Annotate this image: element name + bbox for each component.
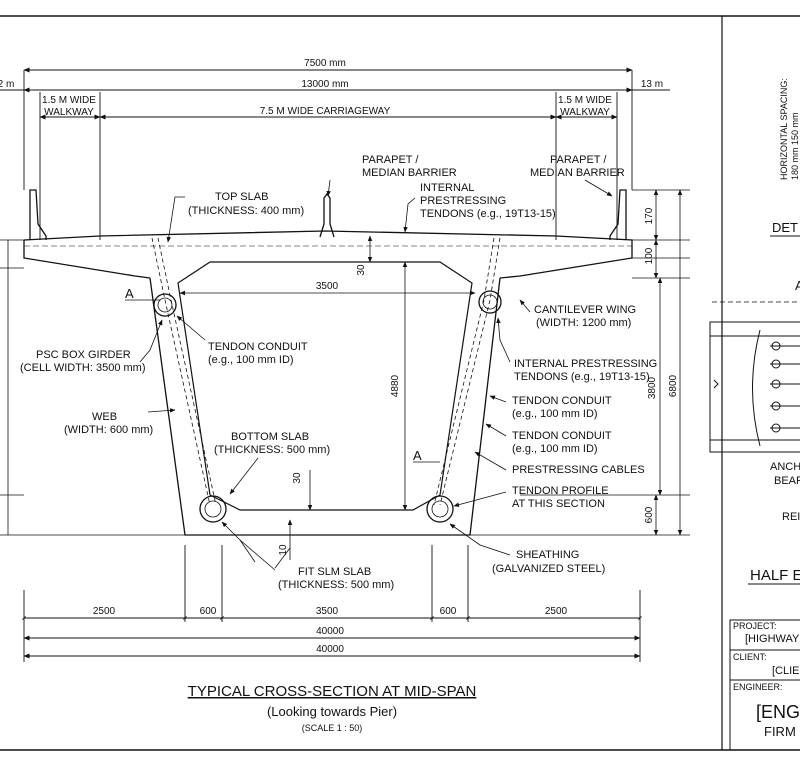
parapet-left [29, 189, 47, 240]
tendon-conduit-left-line2: (e.g., 100 mm ID) [208, 354, 294, 366]
client-label: CLIENT: [733, 652, 767, 662]
top-dimensions [0, 67, 670, 240]
web-line1: WEB [92, 411, 117, 423]
bearing-label: BEAR [774, 475, 800, 487]
tendon-conduits [153, 290, 502, 523]
internal-tendons-right-line2: TENDONS (e.g., 19T13-15) [514, 371, 650, 383]
drawing-subtitle: (Looking towards Pier) [267, 704, 397, 719]
right-dimensions [470, 189, 690, 536]
section-mark-a-left: A [125, 286, 134, 301]
detail-a-letter: A [795, 278, 800, 293]
parapet-right-line1: PARAPET / [550, 154, 607, 166]
box-girder-outline [23, 189, 633, 536]
web-line2: (WIDTH: 600 mm) [64, 424, 153, 436]
dim-100: 100 [644, 247, 655, 264]
dim-bottom-10: 10 [278, 544, 289, 556]
dim-haunch-bottom: 30 [292, 472, 303, 484]
internal-tendons-right-line1: INTERNAL PRESTRESSING [514, 358, 657, 370]
tendon-conduit-r2-line1: TENDON CONDUIT [512, 430, 612, 442]
bottom-slab-line2: (THICKNESS: 500 mm) [214, 444, 330, 456]
interior-dimensions [179, 235, 476, 560]
psc-box-line2: (CELL WIDTH: 3500 mm) [20, 362, 146, 374]
firm-value: FIRM [764, 724, 796, 739]
dim-top-overall: 7500 mm [304, 58, 346, 69]
tendon-conduit-r1-line2: (e.g., 100 mm ID) [512, 408, 598, 420]
anchorage-label: ANCH [770, 461, 800, 473]
engineer-value: [ENG [756, 702, 800, 722]
dim-total-2: 40000 [316, 644, 344, 655]
dim-bottom-4: 2500 [545, 606, 568, 617]
dim-haunch-top: 30 [356, 264, 367, 276]
prestressing-cables-label: PRESTRESSING CABLES [512, 464, 645, 476]
anchorage-detail [709, 321, 800, 453]
left-extension-lines [0, 239, 185, 536]
bottom-dimensions [22, 545, 642, 662]
fit-slab-line1: FIT SLM SLAB [298, 566, 371, 578]
tendon-conduit-r2-line2: (e.g., 100 mm ID) [512, 443, 598, 455]
dim-total-1: 40000 [316, 626, 344, 637]
cantilever-line2: (WIDTH: 1200 mm) [536, 317, 631, 329]
tendon-conduit-r1-line1: TENDON CONDUIT [512, 395, 612, 407]
parapet-left-line2: MEDIAN BARRIER [362, 167, 457, 179]
client-value: [CLIE [772, 665, 800, 677]
drawing-title: TYPICAL CROSS-SECTION AT MID-SPAN [188, 683, 477, 700]
leader-lines [125, 179, 613, 571]
dim-left-edge: 2 m [0, 79, 14, 90]
title-block [729, 619, 800, 751]
sheathing-line2: (GALVANIZED STEEL) [492, 563, 605, 575]
psc-box-line1: PSC BOX GIRDER [36, 349, 131, 361]
walkway-left-line2: WALKWAY [44, 107, 94, 118]
fit-slab-line2: (THICKNESS: 500 mm) [278, 579, 394, 591]
dim-bottom-2: 3500 [316, 606, 339, 617]
tendon-paths [151, 237, 501, 506]
top-slab-line2: (THICKNESS: 400 mm) [188, 205, 304, 217]
project-label: PROJECT: [733, 621, 777, 631]
top-slab-line1: TOP SLAB [215, 191, 268, 203]
drawing-scale: (SCALE 1 : 50) [302, 723, 363, 733]
internal-tendons-top-line3: TENDONS (e.g., 19T13-15) [420, 208, 556, 220]
internal-tendons-top-line1: INTERNAL [420, 182, 474, 194]
internal-tendons-top-line2: PRESTRESSING [420, 195, 506, 207]
spacing-line2: 180 mm 150 mm [790, 112, 800, 180]
dim-bottom-3: 600 [440, 606, 457, 617]
dim-right-edge: 13 m [641, 79, 663, 90]
cantilever-line1: CANTILEVER WING [534, 304, 636, 316]
tendon-profile-line1: TENDON PROFILE [512, 485, 609, 497]
dim-600-right: 600 [644, 506, 655, 523]
dim-cell-width: 3500 [316, 281, 339, 292]
dim-total-depth: 6800 [668, 374, 679, 397]
walkway-left-line1: 1.5 M WIDE [42, 95, 96, 106]
dim-inner-depth: 4880 [390, 374, 401, 397]
dim-170: 170 [644, 207, 655, 224]
detail-heading: DET [772, 220, 798, 235]
tendon-conduit-left-line1: TENDON CONDUIT [208, 341, 308, 353]
spacing-line1: HORIZONTAL SPACING: [779, 78, 789, 180]
bottom-slab-line1: BOTTOM SLAB [231, 431, 309, 443]
parapet-right [609, 189, 627, 240]
dim-top-deck: 13000 mm [301, 79, 348, 90]
parapet-left-line1: PARAPET / [362, 154, 419, 166]
rei-label: REI [782, 511, 800, 523]
half-elevation-title: HALF E [750, 567, 800, 584]
dim-bottom-1: 600 [200, 606, 217, 617]
walkway-right-line1: 1.5 M WIDE [558, 95, 612, 106]
tendon-profile-line2: AT THIS SECTION [512, 498, 605, 510]
engineer-label: ENGINEER: [733, 682, 783, 692]
sheathing-line1: SHEATHING [516, 549, 579, 561]
dim-outer-depth: 3800 [647, 376, 658, 399]
section-mark-a-right: A [413, 448, 422, 463]
parapet-right-line2: MEDIAN BARRIER [530, 167, 625, 179]
project-value: [HIGHWAY [745, 633, 800, 645]
carriageway-label: 7.5 M WIDE CARRIAGEWAY [260, 106, 391, 117]
dim-bottom-0: 2500 [93, 606, 116, 617]
walkway-right-line2: WALKWAY [560, 107, 610, 118]
